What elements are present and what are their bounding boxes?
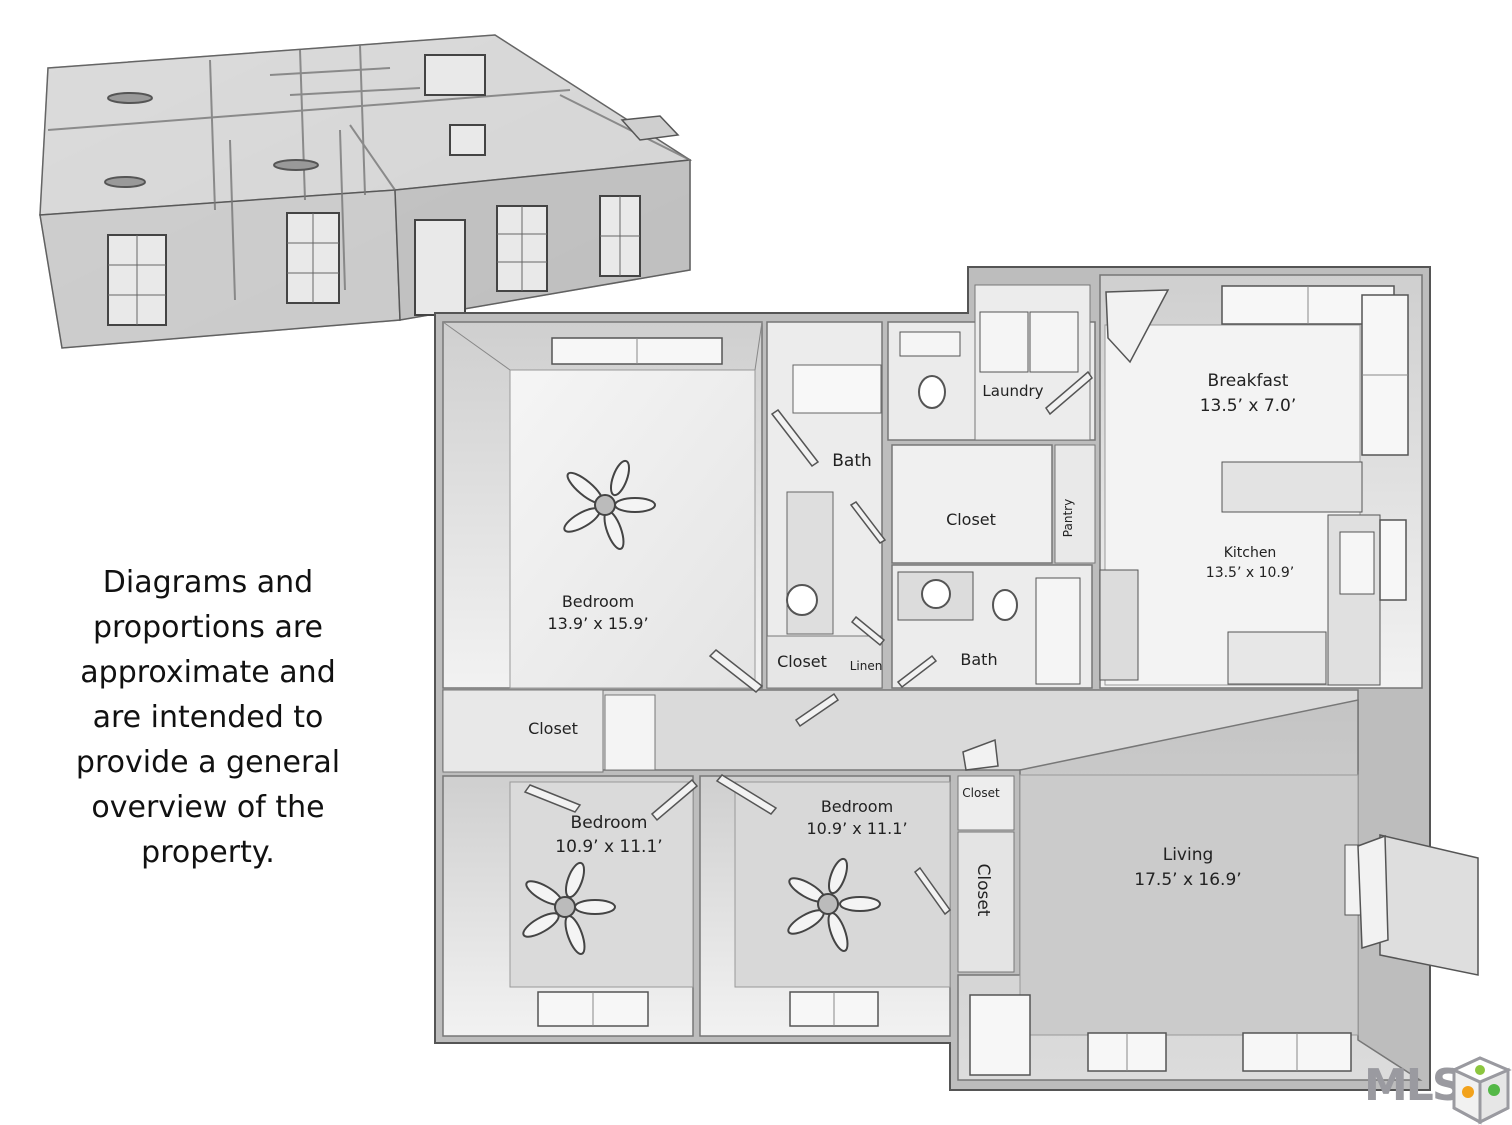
- logo-text: MLS: [1364, 1060, 1464, 1111]
- doors: [523, 289, 1389, 950]
- label-closet-hall: Closet: [528, 719, 578, 738]
- mlsbox-logo: MLS: [1362, 1050, 1512, 1125]
- disclaimer-line: property.: [141, 835, 275, 870]
- label-closet-vertical: Closet: [973, 864, 993, 917]
- label-closet-small: Closet: [962, 786, 1000, 800]
- room-closet-small: [957, 775, 1015, 973]
- label-bath-1: Bath: [832, 451, 872, 471]
- room-bath-2: [891, 564, 1093, 689]
- logo-cube-icon: [1450, 1056, 1512, 1125]
- room-laundry: [887, 284, 1096, 441]
- label-bedroom-main: Bedroom: [562, 592, 634, 611]
- label-bath-2: Bath: [960, 650, 997, 669]
- label-pantry: Pantry: [1061, 499, 1075, 537]
- label-laundry: Laundry: [982, 382, 1043, 400]
- ceiling-fan-bedroom-2: [522, 861, 616, 955]
- label-living: Living: [1163, 845, 1214, 865]
- label-bedroom-2: Bedroom: [571, 813, 648, 833]
- disclaimer-line: proportions are: [93, 610, 323, 645]
- size-bedroom-3: 10.9’ x 11.1’: [806, 819, 907, 838]
- size-kitchen: 13.5’ x 10.9’: [1206, 565, 1294, 581]
- disclaimer-line: Diagrams and: [102, 565, 314, 600]
- floor-plan: Bedroom 13.9’ x 15.9’ Bath Laundry Break…: [434, 266, 1479, 1091]
- size-living: 17.5’ x 16.9’: [1134, 870, 1241, 890]
- house-3d-view: [39, 34, 693, 349]
- room-living: [957, 699, 1479, 1081]
- label-bedroom-3: Bedroom: [821, 797, 893, 816]
- room-closet-center: [891, 444, 1096, 564]
- label-closet-center: Closet: [946, 510, 996, 529]
- size-breakfast: 13.5’ x 7.0’: [1200, 396, 1297, 416]
- disclaimer-line: overview of the: [91, 790, 325, 825]
- disclaimer-text: Diagrams and proportions are approximate…: [52, 560, 364, 875]
- label-linen: Linen: [850, 659, 883, 673]
- disclaimer-line: provide a general: [75, 745, 341, 780]
- ceiling-fan-bedroom-3: [787, 857, 881, 952]
- label-closet-bath: Closet: [777, 652, 827, 671]
- label-kitchen: Kitchen: [1224, 545, 1277, 561]
- disclaimer-line: are intended to: [92, 700, 324, 735]
- size-bedroom-main: 13.9’ x 15.9’: [547, 614, 648, 633]
- label-breakfast: Breakfast: [1208, 371, 1289, 391]
- size-bedroom-2: 10.9’ x 11.1’: [555, 837, 662, 857]
- ceiling-fan-bedroom-main: [563, 459, 656, 550]
- disclaimer-line: approximate and: [80, 655, 336, 690]
- room-closet-hall: [442, 689, 656, 773]
